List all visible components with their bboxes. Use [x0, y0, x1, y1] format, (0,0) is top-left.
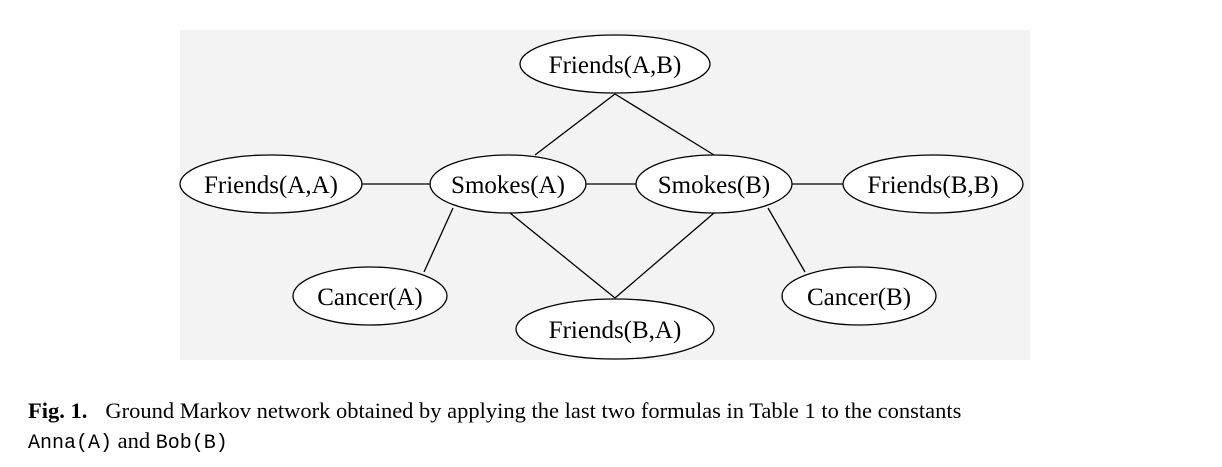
node-friends-ba-label: Friends(B,A) — [549, 317, 682, 344]
node-cancer-b: Cancer(B) — [781, 266, 937, 326]
node-cancer-a: Cancer(A) — [292, 266, 448, 326]
constant-bob: Bob(B) — [155, 432, 228, 455]
node-friends-ba: Friends(B,A) — [515, 298, 715, 360]
edge-smokes-a-cancer-a — [423, 207, 454, 273]
caption-and: and — [112, 428, 156, 453]
figure-label: Fig. 1. — [28, 398, 88, 423]
edge-smokes-b-friends-ba — [614, 212, 715, 299]
caption-text: Ground Markov network obtained by applyi… — [105, 398, 962, 423]
edge-smokes-a-friends-ba — [509, 212, 616, 299]
node-smokes-b-label: Smokes(B) — [658, 172, 771, 199]
node-friends-aa: Friends(A,A) — [179, 154, 363, 214]
node-friends-aa-label: Friends(A,A) — [204, 172, 338, 199]
node-friends-bb-label: Friends(B,B) — [867, 172, 998, 199]
edge-friends-ab-smokes-a — [534, 93, 616, 156]
node-friends-ab-label: Friends(A,B) — [549, 52, 682, 79]
node-friends-bb: Friends(B,B) — [842, 154, 1024, 214]
node-cancer-b-label: Cancer(B) — [807, 284, 911, 311]
node-smokes-a: Smokes(A) — [429, 154, 587, 214]
node-smokes-b: Smokes(B) — [635, 154, 793, 214]
constant-anna: Anna(A) — [28, 432, 113, 455]
node-cancer-a-label: Cancer(A) — [317, 284, 423, 311]
node-smokes-a-label: Smokes(A) — [451, 172, 565, 199]
figure-caption: Fig. 1. Ground Markov network obtained by… — [28, 396, 1188, 459]
edge-friends-ab-smokes-b — [614, 93, 715, 156]
node-friends-ab: Friends(A,B) — [519, 34, 711, 94]
edge-smokes-b-cancer-b — [767, 207, 806, 273]
